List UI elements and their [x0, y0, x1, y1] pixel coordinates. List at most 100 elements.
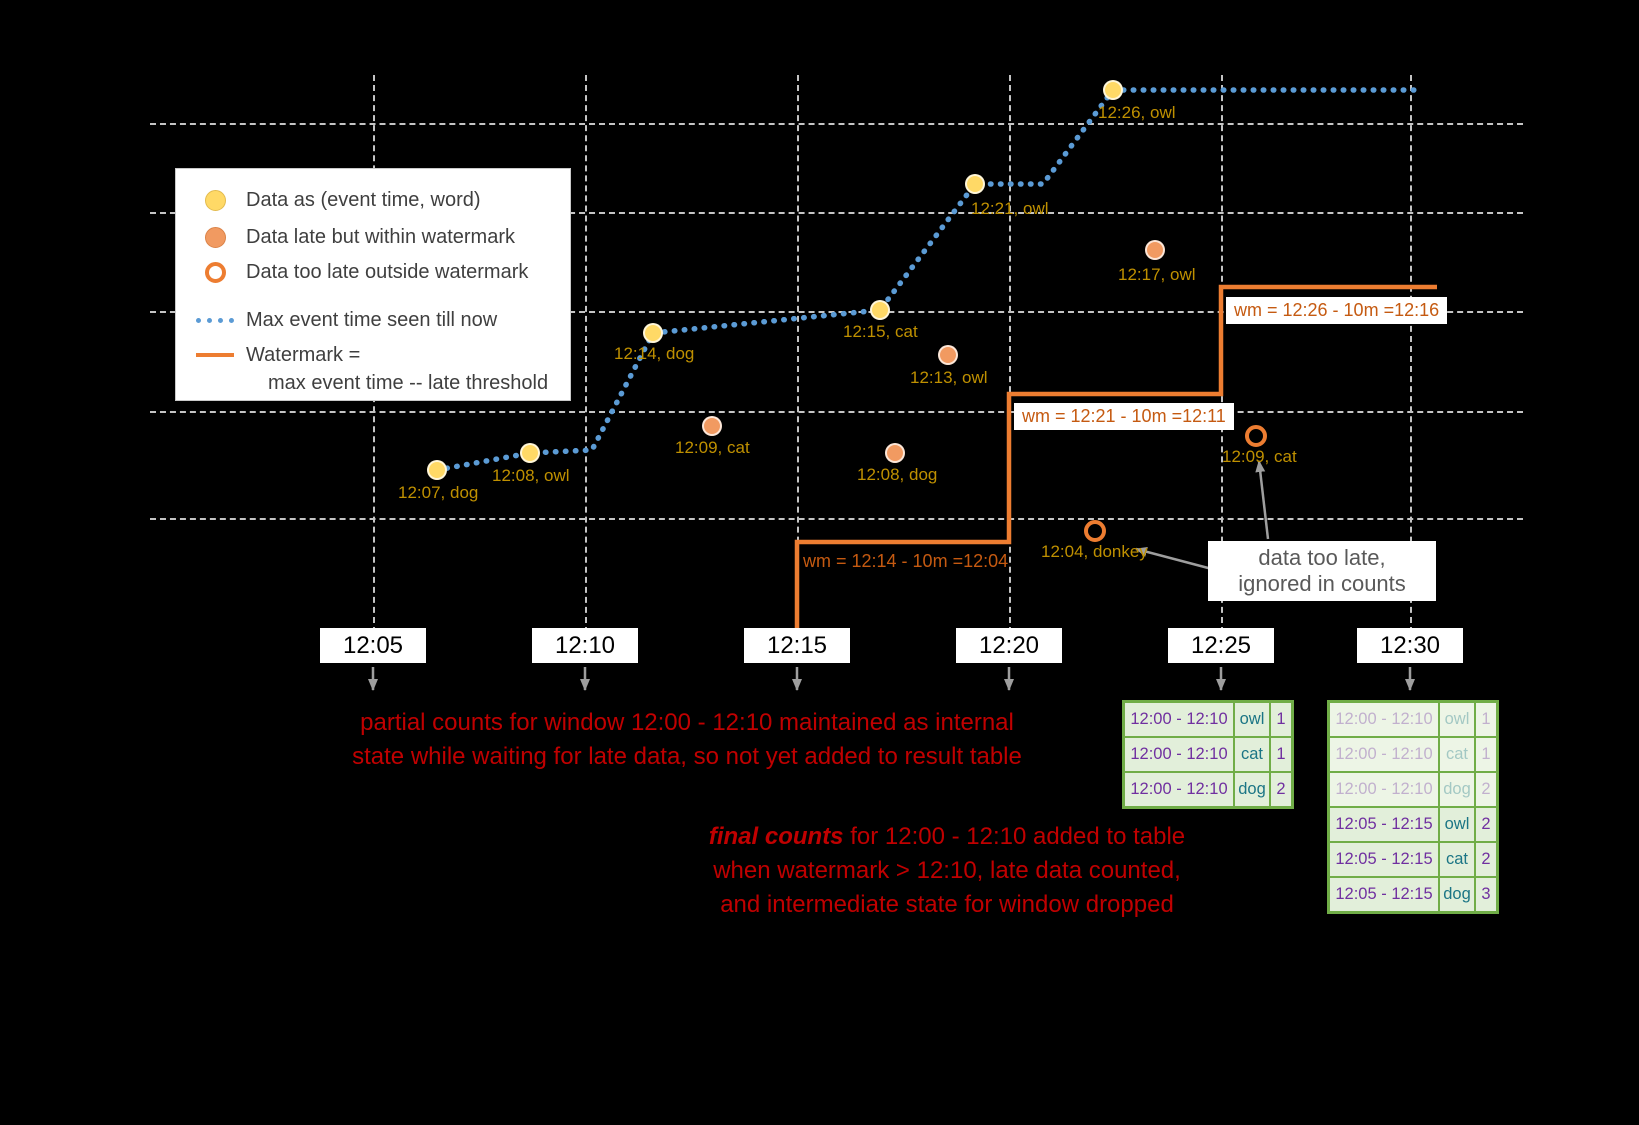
legend-item-max-event-time: Max event time seen till now — [196, 307, 497, 333]
data-point-label: 12:09, cat — [1222, 447, 1297, 466]
data-point-label: 12:08, owl — [492, 466, 570, 485]
too-late-arrow-cat — [1255, 460, 1270, 540]
table-cell-count: 1 — [1476, 738, 1496, 771]
table-cell-window: 12:00 - 12:10 — [1330, 703, 1438, 736]
final-counts-note: final counts for 12:00 - 12:10 added to … — [697, 820, 1197, 922]
legend-icon-slot — [196, 226, 234, 248]
legend-icon-slot — [196, 189, 234, 211]
partial-counts-note: partial counts for window 12:00 - 12:10 … — [317, 706, 1057, 774]
legend-item-label: Data late but within watermark — [246, 225, 516, 248]
max-event-time-line — [434, 87, 1419, 473]
horizontal-gridline — [150, 123, 1523, 125]
legend-icon-slot — [196, 261, 234, 283]
data-point-label: 12:07, dog — [398, 483, 479, 502]
data-point-on-time — [965, 174, 985, 194]
result-table-12-25: 12:00 - 12:10 owl 1 12:00 - 12:10 cat 1 … — [1122, 700, 1294, 809]
table-cell-word: cat — [1440, 843, 1474, 876]
final-counts-line1: final counts for 12:00 - 12:10 added to … — [697, 820, 1197, 854]
data-point-on-time — [520, 443, 540, 463]
axis-tick-12-10: 12:10 — [532, 628, 638, 663]
legend-watermark-text: Watermark = max event time -- late thres… — [246, 341, 548, 397]
legend-item-late: Data late but within watermark — [196, 224, 515, 250]
table-cell-count: 2 — [1476, 843, 1496, 876]
data-point-too-late — [1245, 425, 1267, 447]
table-cell-count: 3 — [1476, 878, 1496, 911]
legend-item-label: Max event time seen till now — [246, 308, 498, 331]
axis-tick-12-20: 12:20 — [956, 628, 1062, 663]
data-point-on-time — [1103, 80, 1123, 100]
table-cell-count: 2 — [1476, 808, 1496, 841]
table-cell-count: 2 — [1476, 773, 1496, 806]
vertical-gridline — [1410, 75, 1412, 633]
axis-tick-12-05: 12:05 — [320, 628, 426, 663]
table-cell-word: owl — [1235, 703, 1269, 736]
data-point-label: 12:08, dog — [857, 465, 938, 484]
vertical-gridline — [797, 75, 799, 633]
partial-counts-line2: state while waiting for late data, so no… — [352, 743, 1022, 770]
late-dot-icon — [204, 226, 226, 248]
legend-item-watermark: Watermark = max event time -- late thres… — [196, 341, 548, 397]
table-cell-window: 12:05 - 12:15 — [1330, 843, 1438, 876]
table-cell-window: 12:00 - 12:10 — [1330, 738, 1438, 771]
vertical-gridline — [585, 75, 587, 633]
watermark-label-2: wm = 12:21 - 10m =12:11 — [1014, 403, 1234, 430]
data-point-label: 12:04, donkey — [1041, 542, 1148, 561]
legend: Data as (event time, word) Data late but… — [175, 168, 571, 401]
legend-item-on-time: Data as (event time, word) — [196, 187, 481, 213]
horizontal-gridline — [150, 212, 1523, 214]
data-point-too-late — [1084, 520, 1106, 542]
final-counts-lead: final counts — [708, 823, 844, 850]
final-counts-line3: and intermediate state for window droppe… — [720, 891, 1174, 918]
data-point-label: 12:21, owl — [971, 199, 1049, 218]
table-cell-window: 12:00 - 12:10 — [1125, 773, 1233, 806]
partial-counts-line1: partial counts for window 12:00 - 12:10 … — [360, 709, 1014, 736]
table-cell-word: owl — [1440, 703, 1474, 736]
legend-item-label: Data too late outside watermark — [246, 260, 529, 283]
dotted-line-icon — [196, 317, 234, 323]
table-cell-word: cat — [1440, 738, 1474, 771]
table-cell-window: 12:05 - 12:15 — [1330, 808, 1438, 841]
legend-item-label: Data as (event time, word) — [246, 188, 481, 211]
data-point-label: 12:15, cat — [843, 322, 918, 341]
horizontal-gridline — [150, 518, 1523, 520]
watermark-label-1: wm = 12:14 - 10m =12:04 — [803, 551, 1009, 571]
axis-tick-12-15: 12:15 — [744, 628, 850, 663]
data-point-late — [885, 443, 905, 463]
table-cell-count: 2 — [1271, 773, 1291, 806]
legend-icon-slot — [196, 353, 234, 357]
final-counts-line1-rest: for 12:00 - 12:10 added to table — [843, 823, 1186, 850]
table-cell-window: 12:00 - 12:10 — [1125, 703, 1233, 736]
result-table-12-30: 12:00 - 12:10 owl 1 12:00 - 12:10 cat 1 … — [1327, 700, 1499, 914]
watermark-label-3: wm = 12:26 - 10m =12:16 — [1226, 297, 1448, 324]
data-point-on-time — [427, 460, 447, 480]
legend-item-too-late: Data too late outside watermark — [196, 259, 528, 285]
too-late-ring-icon — [204, 261, 226, 283]
axis-tick-12-25: 12:25 — [1168, 628, 1274, 663]
final-counts-line2: when watermark > 12:10, late data counte… — [713, 857, 1181, 884]
legend-watermark-line1: Watermark = — [246, 344, 361, 366]
table-cell-word: cat — [1235, 738, 1269, 771]
watermark-line — [794, 284, 1437, 632]
data-point-late — [1145, 240, 1165, 260]
too-late-note-line2: ignored in counts — [1238, 571, 1406, 596]
solid-line-icon — [196, 353, 234, 357]
horizontal-gridline — [150, 311, 1523, 313]
table-cell-count: 1 — [1271, 738, 1291, 771]
data-point-late — [938, 345, 958, 365]
table-cell-word: dog — [1235, 773, 1269, 806]
legend-watermark-line2: max event time -- late threshold — [268, 372, 549, 394]
table-cell-window: 12:00 - 12:10 — [1330, 773, 1438, 806]
on-time-dot-icon — [204, 189, 226, 211]
data-point-label: 12:13, owl — [910, 368, 988, 387]
table-cell-word: dog — [1440, 773, 1474, 806]
table-cell-window: 12:05 - 12:15 — [1330, 878, 1438, 911]
data-point-label: 12:17, owl — [1118, 265, 1196, 284]
table-cell-count: 1 — [1476, 703, 1496, 736]
table-cell-window: 12:00 - 12:10 — [1125, 738, 1233, 771]
data-point-on-time — [643, 323, 663, 343]
table-cell-word: dog — [1440, 878, 1474, 911]
data-point-late — [702, 416, 722, 436]
data-point-label: 12:14, dog — [614, 344, 695, 363]
axis-tick-12-30: 12:30 — [1357, 628, 1463, 663]
